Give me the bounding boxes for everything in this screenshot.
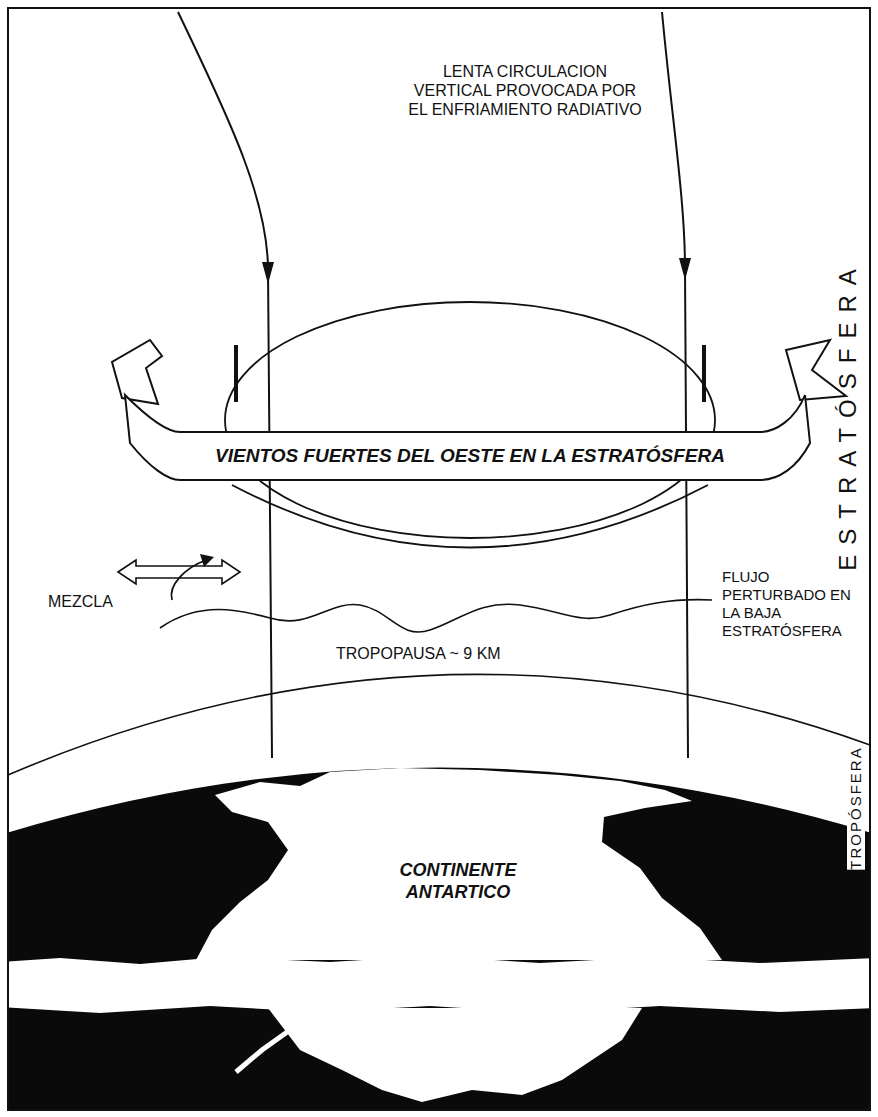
arrowhead (200, 554, 214, 567)
circulation-line (178, 12, 272, 758)
peninsula (236, 1030, 290, 1072)
wind-band: VIENTOS FUERTES DEL OESTE EN LA ESTRATÓS… (209, 443, 731, 470)
perturbed-flow (160, 600, 712, 632)
arrowhead (262, 262, 274, 284)
layer-name: TROPÓSFERA (847, 746, 865, 869)
circulation-note: LENTA CIRCULACION VERTICAL PROVOCADA POR… (405, 62, 645, 120)
node-text: VIENTOS FUERTES DEL OESTE EN LA ESTRATÓS… (215, 445, 725, 468)
vortex-ellipse (225, 302, 715, 538)
arrowhead (679, 258, 691, 280)
vortex-lower-ring (232, 485, 708, 548)
layer-name: ESTRATÓSFERA (834, 259, 863, 571)
circulation-line (662, 12, 688, 758)
mixing-double-arrow (118, 560, 240, 584)
flow-note: FLUJO PERTURBADO EN LA BAJA ESTRATÓSFERA (722, 568, 862, 640)
ribbon-band (125, 395, 810, 480)
ribbon-back (236, 345, 704, 402)
mixing-curved-arrow (171, 560, 206, 600)
mixing-label: MEZCLA (48, 592, 113, 611)
scan-band (8, 956, 870, 1013)
earth (8, 768, 870, 1111)
antarctic-continent (196, 768, 722, 960)
tropopause-label: TROPOPAUSA ~ 9 KM (336, 644, 501, 663)
ribbon-tail-left (112, 340, 162, 404)
frame (8, 8, 870, 1110)
tropopause-line (8, 674, 870, 775)
continent-region: CONTINENTE ANTARTICO (363, 858, 553, 905)
antarctic-continent-lower (268, 1008, 642, 1102)
node-text: CONTINENTE ANTARTICO (369, 860, 547, 903)
earth-ground (8, 768, 870, 1111)
